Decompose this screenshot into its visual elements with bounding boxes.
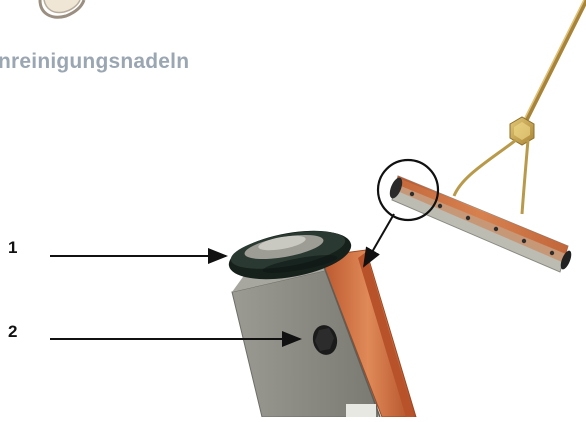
hand-grip-icon [40,0,84,17]
cleaning-rod [454,0,586,214]
magnified-end-piece [225,223,416,417]
callout-label-2: 2 [8,322,17,342]
diagram-title: nreinigungsnadeln [0,50,189,74]
needle-holder-bar [387,176,573,272]
callout-label-1: 1 [8,238,17,258]
arrow-icon [364,214,394,266]
